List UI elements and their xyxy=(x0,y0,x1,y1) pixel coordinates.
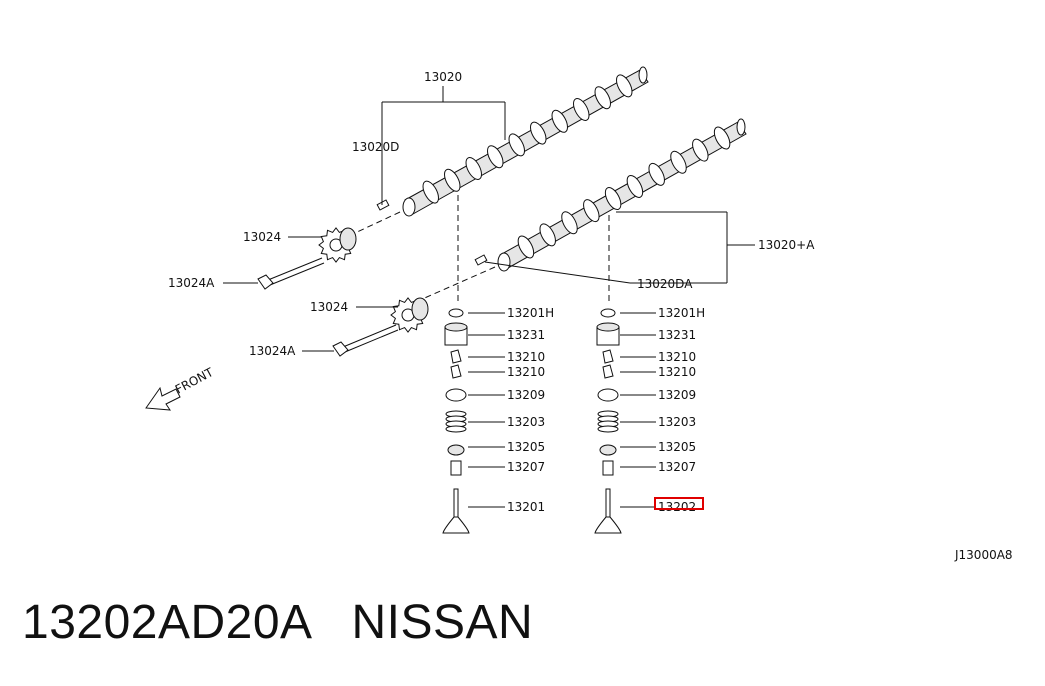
label-bolt-upper: 13024A xyxy=(168,276,215,290)
cam-lobe xyxy=(670,150,687,174)
left-shim xyxy=(448,308,464,318)
sprocket-upper xyxy=(318,227,357,263)
left-lifter xyxy=(444,322,468,346)
right-valve xyxy=(594,488,622,534)
cam-lobe xyxy=(583,199,600,223)
label-camshaft-right: 13020+A xyxy=(758,238,815,252)
left-label-13201H: 13201H xyxy=(507,306,554,320)
cam-lobe xyxy=(604,187,622,211)
cam-lobe xyxy=(422,180,439,204)
cam-lobe xyxy=(594,86,611,110)
left-guide xyxy=(450,460,462,476)
cam-lobe xyxy=(713,126,731,150)
left-label-13201: 13201 xyxy=(507,500,545,514)
right-label-13231: 13231 xyxy=(658,328,696,342)
left-spring xyxy=(445,410,467,433)
right-spring xyxy=(597,410,619,433)
left-keeper xyxy=(450,349,462,364)
dowel-pin-upper xyxy=(376,199,390,211)
front-label: FRONT xyxy=(173,365,216,397)
right-label-13203: 13203 xyxy=(658,415,696,429)
left-label-13203: 13203 xyxy=(507,415,545,429)
cam-lobe xyxy=(573,98,590,121)
right-seal xyxy=(599,444,617,456)
callouts: 13020 13020D 13020+A 13020DA 13024 13024… xyxy=(168,70,815,358)
left-label-13210: 13210 xyxy=(507,350,545,364)
left-label-13207: 13207 xyxy=(507,460,545,474)
highlight-box xyxy=(654,497,704,510)
right-label-13207: 13207 xyxy=(658,460,696,474)
cam-lobe xyxy=(616,74,633,98)
dowel-pin-lower xyxy=(474,254,488,266)
left-label-13209: 13209 xyxy=(507,388,545,402)
label-sprocket-lower: 13024 xyxy=(310,300,348,314)
cam-lobe xyxy=(444,168,461,192)
cam-lobe xyxy=(539,223,556,247)
left-keeper xyxy=(450,364,462,379)
left-retainer xyxy=(445,388,467,402)
cam-lobe xyxy=(648,162,665,186)
left-label-13205: 13205 xyxy=(507,440,545,454)
cam-lobe xyxy=(530,121,547,145)
left-label-13210: 13210 xyxy=(507,365,545,379)
cam-lobe xyxy=(517,235,535,259)
cam-lobe xyxy=(626,174,644,198)
right-lifter xyxy=(596,322,620,346)
cam-lobe xyxy=(465,157,482,180)
cam-lobe xyxy=(692,138,709,162)
right-keeper xyxy=(602,349,614,364)
label-bolt-lower: 13024A xyxy=(249,344,296,358)
right-shim xyxy=(600,308,616,318)
right-label-13205: 13205 xyxy=(658,440,696,454)
right-label-13202: 13202 xyxy=(658,500,696,514)
label-dowel-upper: 13020D xyxy=(352,140,399,154)
sprocket-bolt-lower xyxy=(332,324,399,357)
sprocket-bolt-upper xyxy=(257,257,325,290)
part-number: 13202AD20A xyxy=(22,596,310,649)
right-guide xyxy=(602,460,614,476)
diagram-code: J13000A8 xyxy=(954,548,1013,562)
sprocket-lower xyxy=(390,297,429,333)
right-label-13201H: 13201H xyxy=(658,306,705,320)
label-camshaft: 13020 xyxy=(424,70,462,84)
right-retainer xyxy=(597,388,619,402)
cam-lobe xyxy=(551,109,568,133)
camshaft-upper xyxy=(402,66,649,217)
left-seal xyxy=(447,444,465,456)
cam-lobe xyxy=(508,133,525,157)
right-keeper xyxy=(602,364,614,379)
right-label-13210: 13210 xyxy=(658,365,696,379)
label-sprocket-upper: 13024 xyxy=(243,230,281,244)
left-valve xyxy=(442,488,470,534)
left-label-13231: 13231 xyxy=(507,328,545,342)
cam-lobe xyxy=(487,145,504,169)
front-arrow: FRONT xyxy=(145,365,216,411)
right-label-13209: 13209 xyxy=(658,388,696,402)
camshaft-lower xyxy=(497,118,747,272)
label-dowel-lower: 13020DA xyxy=(637,277,693,291)
brand-name: NISSAN xyxy=(351,596,534,649)
part-caption: 13202AD20A NISSAN xyxy=(22,595,533,650)
right-label-13210: 13210 xyxy=(658,350,696,364)
cam-lobe xyxy=(561,211,578,235)
